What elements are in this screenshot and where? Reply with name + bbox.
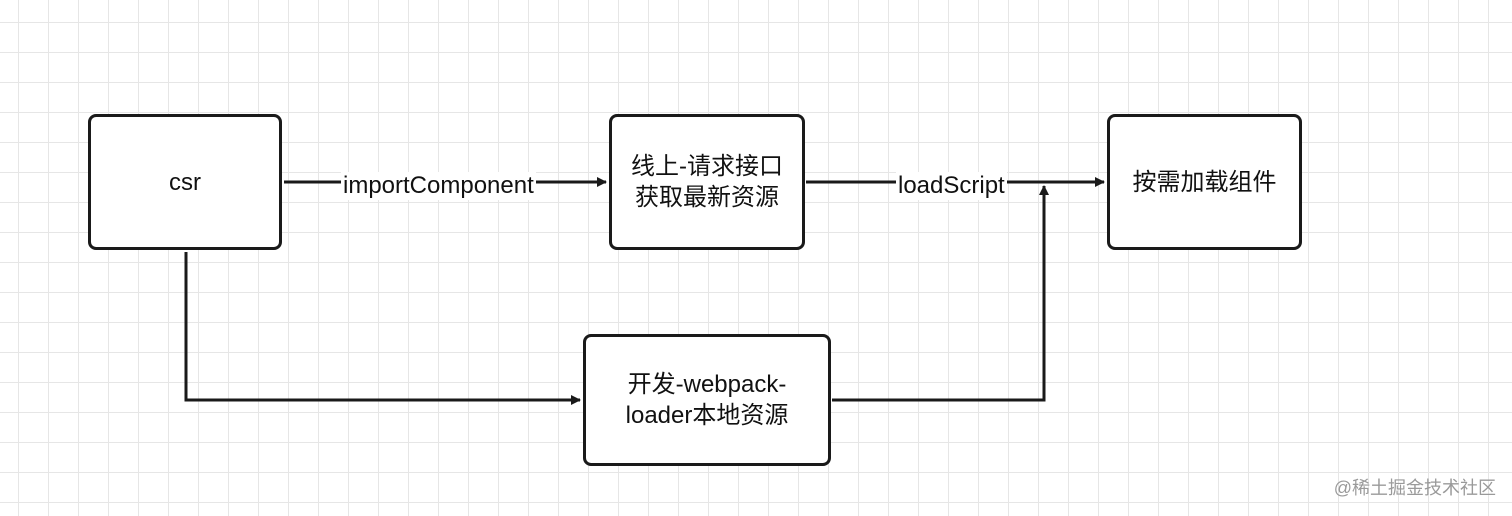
- node-csr-label: csr: [169, 168, 201, 196]
- node-csr: csr: [88, 114, 282, 250]
- watermark-text: @稀土掘金技术社区: [1333, 478, 1496, 498]
- edge-dev-loader-to-junction: [832, 185, 1049, 402]
- edge-csr-to-dev-loader: [184, 252, 581, 405]
- node-dev-loader: 开发-webpack-loader本地资源: [583, 334, 831, 466]
- edge-label-load-script: loadScript: [896, 172, 1007, 200]
- node-online-fetch: 线上-请求接口获取最新资源: [609, 114, 805, 250]
- node-dev-loader-label: 开发-webpack-loader本地资源: [625, 371, 789, 429]
- node-on-demand: 按需加载组件: [1107, 114, 1302, 250]
- edge-label-import-component: importComponent: [341, 172, 536, 200]
- node-online-fetch-label: 线上-请求接口获取最新资源: [631, 153, 783, 211]
- node-on-demand-label: 按需加载组件: [1132, 168, 1277, 196]
